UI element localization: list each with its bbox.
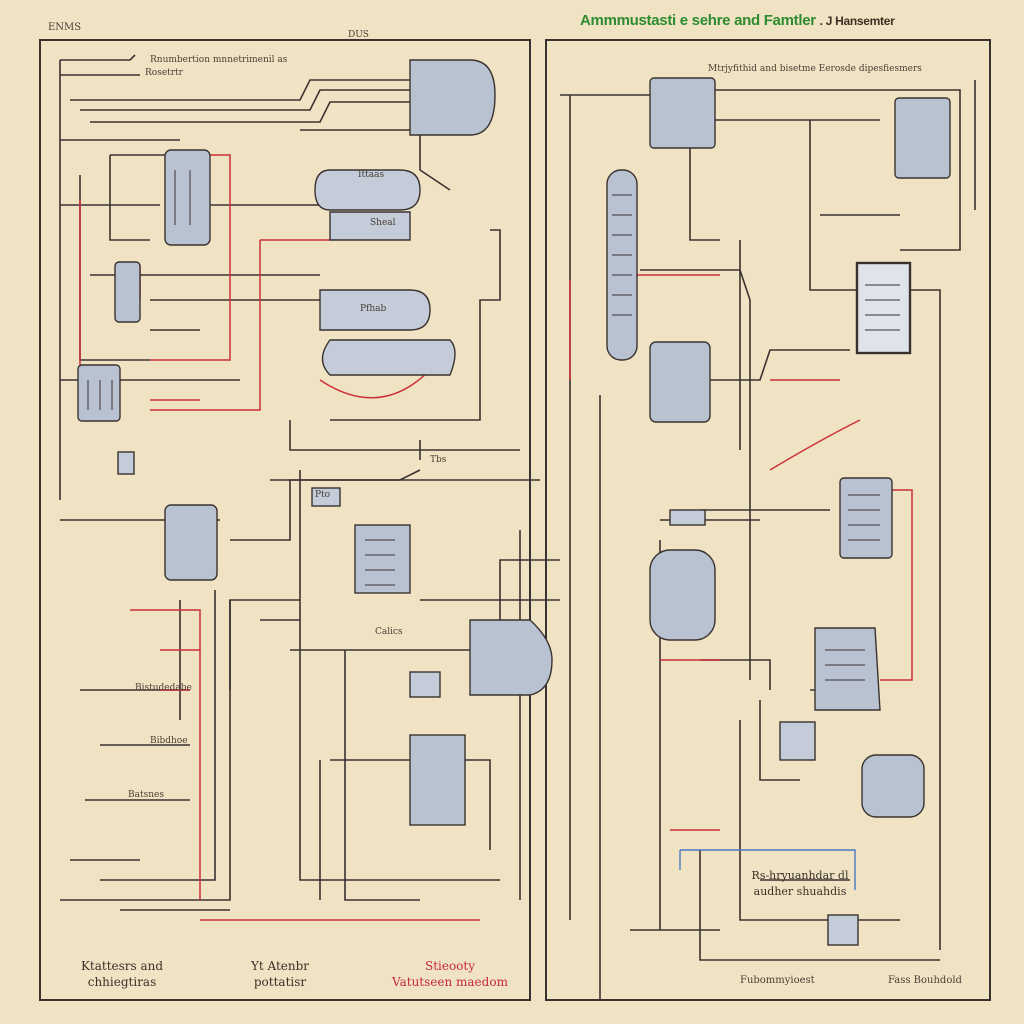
component-motor-j xyxy=(469,619,553,696)
label-bibdhoe: Bibdhoe xyxy=(150,736,188,746)
right-note: Rs-hryuanhdar dl audher shuahdis xyxy=(735,868,865,900)
label-tbs: Tbs xyxy=(430,455,447,465)
component-motor-g xyxy=(649,549,716,641)
footer-left-line2: chhiegtiras xyxy=(87,975,157,989)
label-batsnes: Batsnes xyxy=(128,790,164,800)
label-sheal: Sheal xyxy=(370,218,396,228)
component-module-k xyxy=(409,734,466,826)
label-pto: Pto xyxy=(315,490,331,500)
left-panel-frame xyxy=(39,39,531,1001)
footer-left-line1: Ktattesrs and xyxy=(80,959,164,973)
right-note-line1: Rs-hryuanhdar dl xyxy=(751,869,849,882)
right-components xyxy=(606,77,951,946)
component-sensor-g xyxy=(321,339,456,376)
component-relay-b xyxy=(114,261,141,323)
left-components xyxy=(77,59,553,826)
footer-right-line1: Stieooty xyxy=(424,959,476,973)
component-relay-a xyxy=(164,149,211,246)
right-footer-right: Fass Bouhdold xyxy=(888,975,962,986)
component-pin-marks xyxy=(87,170,900,681)
component-clip-m xyxy=(311,487,341,507)
component-bar-c xyxy=(606,169,638,361)
left-tag: ENMS xyxy=(48,22,82,33)
right-wires-blue xyxy=(679,849,856,890)
title-dark: . J Hansemter xyxy=(819,14,895,28)
component-clip-l xyxy=(409,671,441,698)
left-subtitle-line1: Rnumbertion mnnetrimenil as xyxy=(150,55,288,65)
top-tag: DUS xyxy=(348,30,369,40)
component-clip-k xyxy=(779,721,816,761)
component-clip-l xyxy=(827,914,859,946)
component-box-b xyxy=(894,97,951,179)
right-subtitle: Mtrjyfithid and bisetme Eerosde dipesfie… xyxy=(708,64,922,74)
label-pfhab: Pfhab xyxy=(360,304,387,314)
footer-mid-line2: pottatisr xyxy=(253,975,307,989)
component-box-i xyxy=(861,754,925,818)
component-relay-d xyxy=(855,261,912,355)
label-calics: Calics xyxy=(375,627,403,637)
left-wires-dark xyxy=(59,54,560,911)
footer-mid-caption: Yt Atenbr pottatisr xyxy=(225,958,335,990)
right-wires-red xyxy=(569,274,913,831)
right-note-line2: audher shuahdis xyxy=(753,885,847,898)
left-subtitle-line2: Rosetrtr xyxy=(145,68,183,78)
title-green: Ammmustasti e sehre and Famtler xyxy=(580,12,816,29)
component-switch-i xyxy=(354,524,411,594)
component-box-a xyxy=(649,77,716,149)
component-relay-h xyxy=(164,504,218,581)
label-ittaas: Ittaas xyxy=(358,170,385,180)
component-sensor-e xyxy=(329,211,411,241)
component-clip-n xyxy=(117,451,135,475)
component-box-h xyxy=(814,627,881,711)
label-bistudedabe: Bistudedabe xyxy=(135,683,192,693)
footer-mid-line1: Yt Atenbr xyxy=(250,959,310,973)
right-footer-mid: Fubommyioest xyxy=(740,975,815,986)
component-sensor-d xyxy=(314,169,421,211)
component-module-f xyxy=(839,477,893,559)
component-module-c xyxy=(77,364,121,422)
footer-right-caption: Stieooty Vatutseen maedom xyxy=(385,958,515,990)
footer-right-line2: Vatutseen maedom xyxy=(392,975,508,989)
component-connector-top xyxy=(409,59,496,136)
component-sensor-f xyxy=(319,289,431,331)
component-clip-j xyxy=(669,509,706,526)
footer-left-caption: Ktattesrs and chhiegtiras xyxy=(62,958,182,990)
diagram-title: Ammmustasti e sehre and Famtler . J Hans… xyxy=(580,12,895,29)
left-wires-red xyxy=(79,154,480,921)
component-module-e xyxy=(649,341,711,423)
